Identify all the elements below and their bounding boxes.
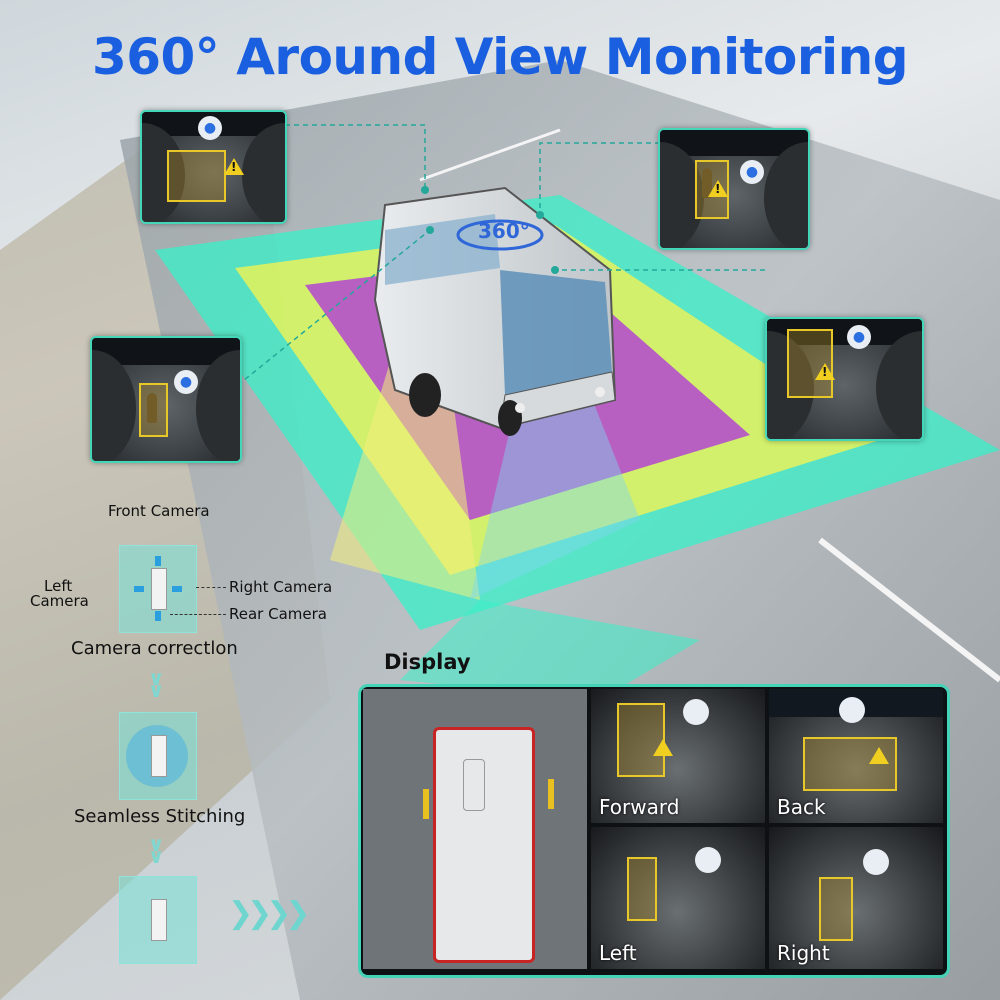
- display-label-right: Right: [777, 941, 830, 965]
- lane-marking: [818, 537, 1000, 683]
- bus-360-badge: 360°: [478, 219, 530, 243]
- microphone-icon: ●: [740, 160, 764, 184]
- seamless-stitching-diagram: [119, 712, 197, 800]
- display-panel: Forward Back Left Right: [358, 684, 950, 978]
- microphone-icon: ●: [198, 116, 222, 140]
- display-label-back: Back: [777, 795, 826, 819]
- display-title: Display: [384, 650, 471, 674]
- dash-right-camera: [196, 587, 226, 588]
- microphone-icon: [683, 699, 709, 725]
- connector-lines: [237, 124, 765, 386]
- left-camera-label-1: Left: [44, 577, 73, 595]
- warning-icon: [869, 747, 889, 764]
- camera-points: [421, 186, 559, 274]
- display-view-left: Left: [591, 827, 765, 969]
- rotation-ring: [456, 219, 544, 251]
- camera-correction-diagram: [119, 545, 197, 633]
- warning-icon: [224, 158, 244, 175]
- bus: [373, 186, 617, 436]
- warning-icon: [708, 180, 728, 197]
- display-label-forward: Forward: [599, 795, 680, 819]
- camera-view-thumbnail-left: ●: [90, 336, 242, 463]
- birds-eye-view: [363, 689, 587, 969]
- camera-view-thumbnail-back: ●: [765, 317, 924, 441]
- right-camera-label: Right Camera: [229, 578, 333, 596]
- chevron-down-icon: ∨∨: [148, 832, 165, 868]
- display-view-right: Right: [769, 827, 943, 969]
- lane-marking: [419, 128, 561, 182]
- warning-icon: [815, 363, 835, 380]
- display-view-back: Back: [769, 689, 943, 823]
- microphone-icon: [839, 697, 865, 723]
- camera-correction-label: Camera correctlon: [71, 638, 238, 659]
- microphone-icon: ●: [174, 370, 198, 394]
- camera-view-thumbnail-right: ●: [658, 128, 810, 250]
- chevron-down-icon: ∨∨: [148, 666, 165, 702]
- stitched-result-diagram: [119, 876, 197, 964]
- front-camera-label: Front Camera: [108, 502, 210, 520]
- left-camera-label-2: Camera: [30, 592, 89, 610]
- display-label-left: Left: [599, 941, 637, 965]
- display-view-forward: Forward: [591, 689, 765, 823]
- dash-rear-camera: [170, 614, 226, 615]
- microphone-icon: [695, 847, 721, 873]
- seamless-stitching-label: Seamless Stitching: [74, 806, 246, 827]
- camera-view-thumbnail-forward: ●: [140, 110, 287, 224]
- warning-icon: [653, 739, 673, 756]
- microphone-icon: ●: [847, 325, 871, 349]
- microphone-icon: [863, 849, 889, 875]
- rear-camera-label: Rear Camera: [229, 605, 327, 623]
- chevron-right-icon: ❯❯❯❯: [228, 896, 311, 931]
- rear-camera-beam: [470, 280, 640, 600]
- ground-beam: [400, 600, 700, 700]
- page-title: 360° Around View Monitoring: [91, 28, 909, 86]
